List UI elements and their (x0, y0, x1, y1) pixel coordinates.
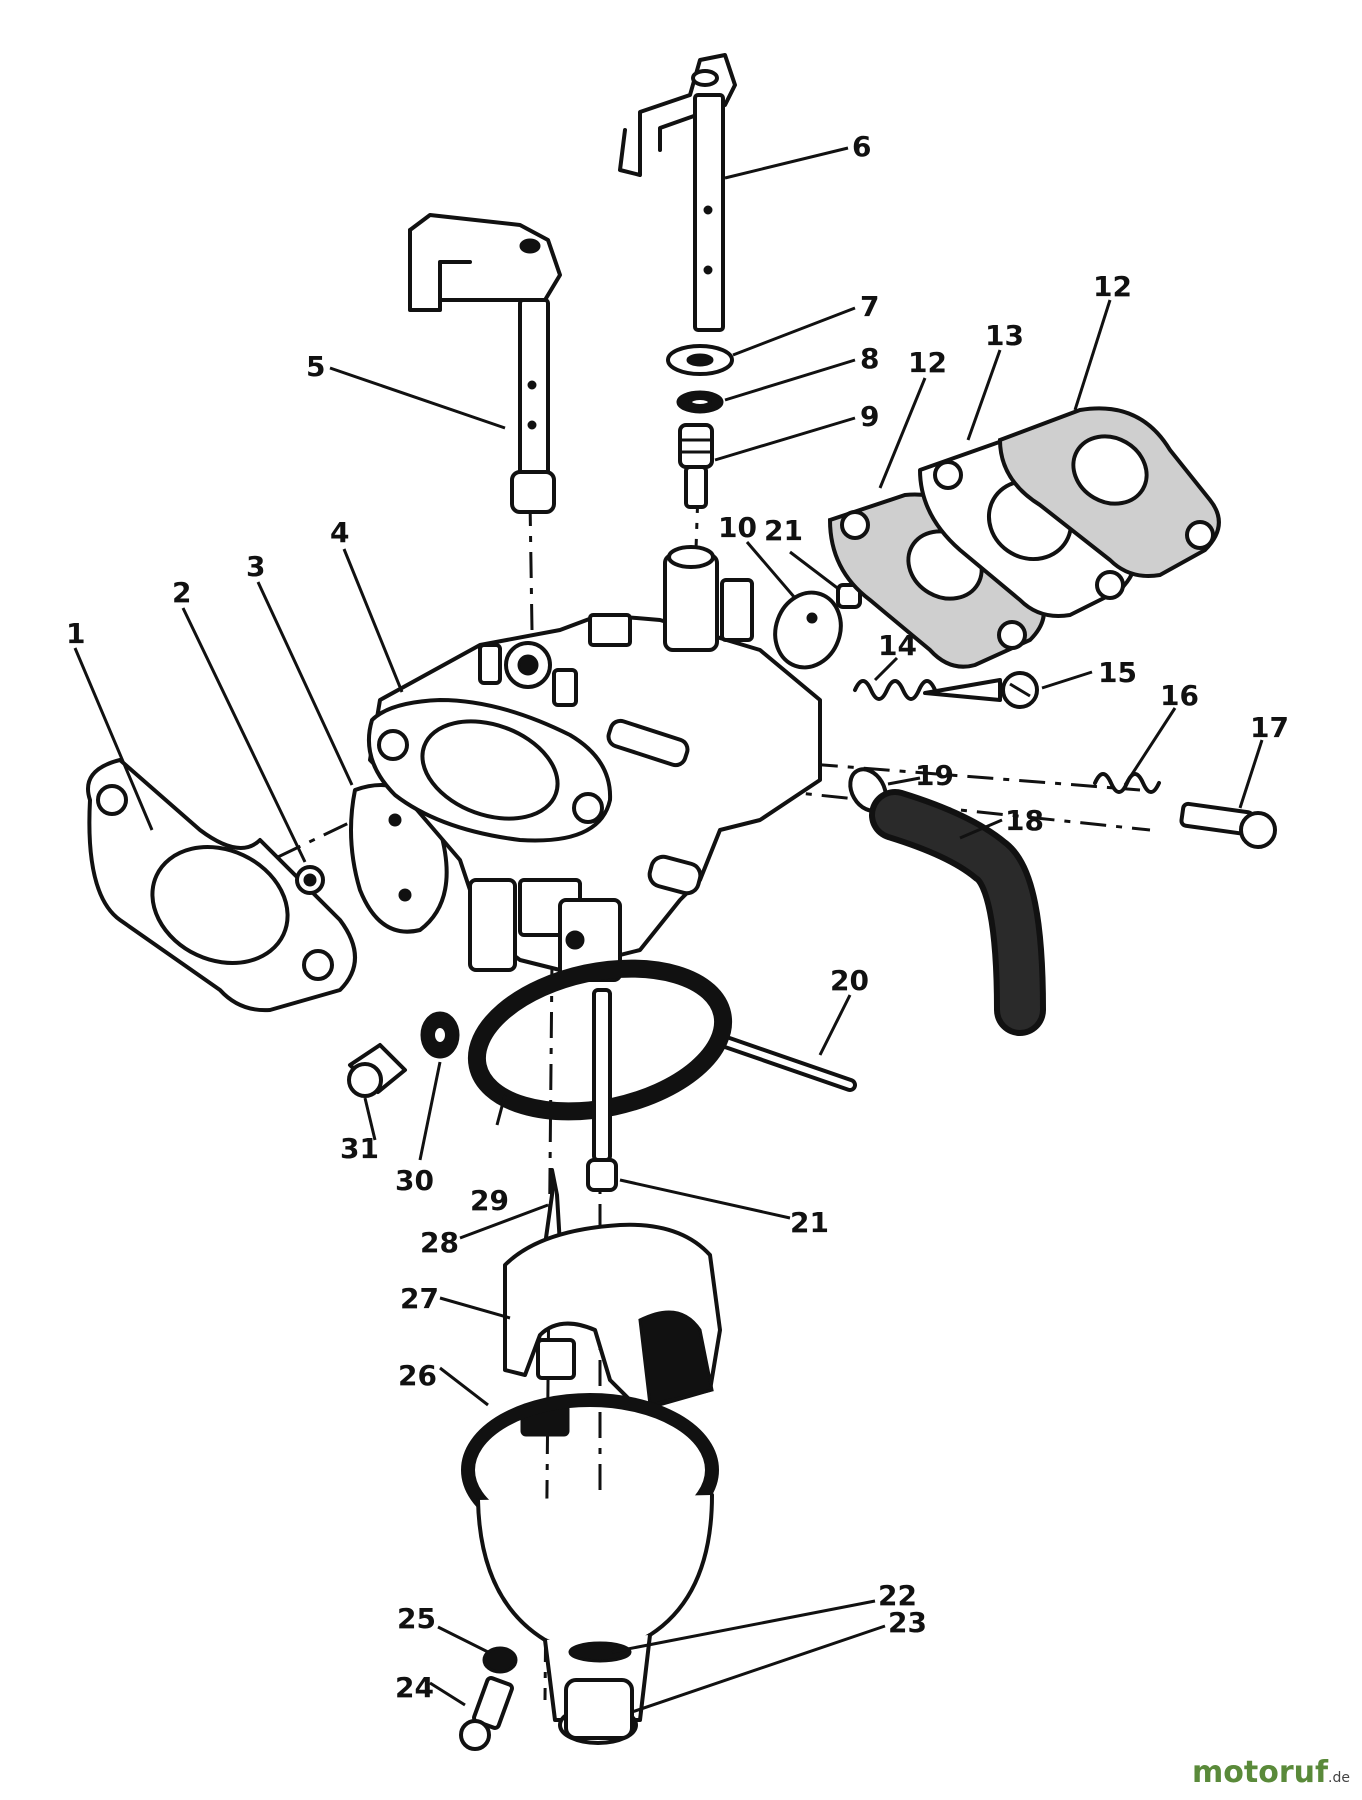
callout-31: 31 (340, 1132, 379, 1165)
callout-1: 1 (66, 617, 85, 650)
callout-15: 15 (1098, 656, 1137, 689)
callout-30: 30 (395, 1164, 434, 1197)
callout-6: 6 (852, 130, 871, 163)
callout-labels: 1 2 3 4 5 6 7 8 9 10 21 12 13 12 14 15 1… (66, 130, 1289, 1704)
part-8-seal (676, 390, 724, 414)
callout-2: 2 (172, 576, 191, 609)
part-5-choke-shaft (408, 213, 562, 514)
leader-lines (73, 146, 1264, 1714)
part-18-fuel-line (869, 789, 1046, 1036)
part-22-drain-gasket (568, 1641, 632, 1663)
part-21-needle (586, 988, 618, 1192)
callout-19: 19 (915, 759, 954, 792)
callout-20: 20 (830, 964, 869, 997)
callout-5: 5 (306, 350, 325, 383)
callout-12-rear: 12 (1093, 270, 1132, 303)
watermark-text: motoruf (1192, 1755, 1329, 1790)
callout-4: 4 (330, 516, 349, 549)
part-1-gasket (86, 758, 357, 1013)
part-21-upper-screw (836, 583, 862, 609)
part-17-screw (1179, 801, 1277, 849)
part-24-screw (459, 1676, 514, 1751)
callout-8: 8 (860, 342, 879, 375)
callout-3: 3 (246, 550, 265, 583)
part-2-screw (295, 865, 325, 895)
part-12-gasket-rear (997, 406, 1221, 578)
callout-14: 14 (878, 629, 917, 662)
callout-27: 27 (400, 1282, 439, 1315)
part-29-bowl-gasket (467, 959, 733, 1121)
part-31-screw (347, 1043, 407, 1098)
part-6-throttle-shaft (618, 53, 737, 332)
callout-7: 7 (860, 290, 879, 323)
callout-23: 23 (888, 1606, 927, 1639)
part-15-idle-screw (923, 671, 1039, 709)
part-7-washer (666, 344, 734, 376)
callout-17: 17 (1250, 711, 1289, 744)
part-23-drain-nut (564, 1678, 634, 1740)
callout-12-front: 12 (908, 346, 947, 379)
callout-22: 22 (878, 1579, 917, 1612)
callout-24: 24 (395, 1671, 434, 1704)
callout-21-lower: 21 (790, 1206, 829, 1239)
callout-16: 16 (1160, 679, 1199, 712)
callout-9: 9 (860, 400, 879, 433)
callout-21-upper: 21 (764, 514, 803, 547)
part-9-fitting (678, 423, 714, 509)
part-14-spring (853, 679, 937, 701)
part-30-washer (420, 1011, 460, 1059)
part-27-float (503, 1222, 722, 1437)
part-20-pin (713, 1033, 857, 1092)
part-10-plate (773, 590, 843, 670)
callout-28: 28 (420, 1226, 459, 1259)
watermark-logo: motoruf.de (1192, 1755, 1350, 1790)
callout-10: 10 (718, 511, 757, 544)
callout-26: 26 (398, 1359, 437, 1392)
callout-29: 29 (470, 1184, 509, 1217)
watermark-tld: .de (1328, 1770, 1350, 1786)
callout-25: 25 (397, 1602, 436, 1635)
part-25-washer (482, 1646, 518, 1674)
callout-18: 18 (1005, 804, 1044, 837)
callout-13: 13 (985, 319, 1024, 352)
part-4-carburetor-body (367, 545, 822, 982)
